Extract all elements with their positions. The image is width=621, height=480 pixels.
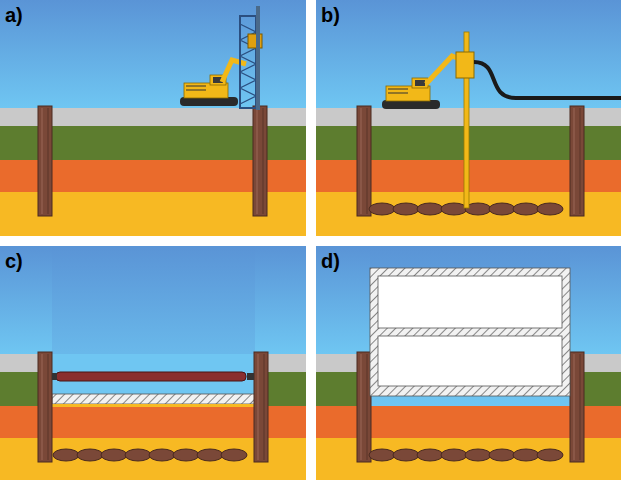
panel-label: d) — [321, 251, 340, 271]
panel-d — [316, 246, 621, 480]
panel-b — [316, 0, 621, 236]
panel-a — [0, 0, 306, 236]
panel-c — [0, 246, 306, 480]
panel-label: a) — [5, 5, 23, 25]
panel-label: b) — [321, 5, 340, 25]
panel-label: c) — [5, 251, 23, 271]
